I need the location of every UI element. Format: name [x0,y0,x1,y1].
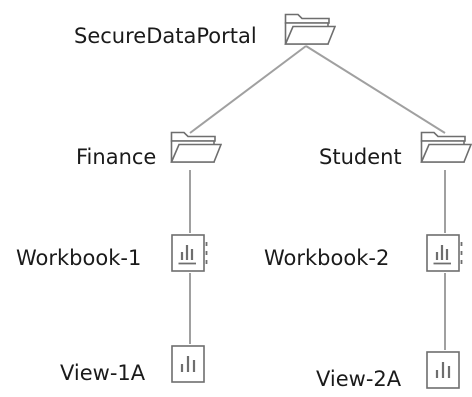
node-workbook-1-label: Workbook-1 [16,246,141,270]
node-finance-label: Finance [76,145,156,169]
folder-icon [420,131,472,163]
edge-root-finance [189,45,307,134]
node-finance[interactable]: Finance [76,131,222,170]
node-workbook-2-label: Workbook-2 [264,246,389,270]
view-chart-icon [425,350,461,390]
edge-root-student [305,45,446,134]
folder-icon [170,131,222,163]
node-view-1a-label: View-1A [60,361,146,385]
node-view-1a[interactable]: View-1A [60,344,206,385]
workbook-icon [425,233,463,273]
node-view-2a-label: View-2A [316,367,402,391]
node-student[interactable]: Student [319,131,472,170]
node-root[interactable]: SecureDataPortal [74,13,336,49]
node-workbook-2[interactable]: Workbook-2 [264,233,463,273]
node-root-label: SecureDataPortal [74,24,257,48]
node-student-label: Student [319,145,402,169]
workbook-icon [170,233,208,273]
node-view-2a[interactable]: View-2A [316,350,461,391]
node-workbook-1[interactable]: Workbook-1 [16,233,208,273]
view-chart-icon [170,344,206,384]
folder-icon [284,13,336,45]
